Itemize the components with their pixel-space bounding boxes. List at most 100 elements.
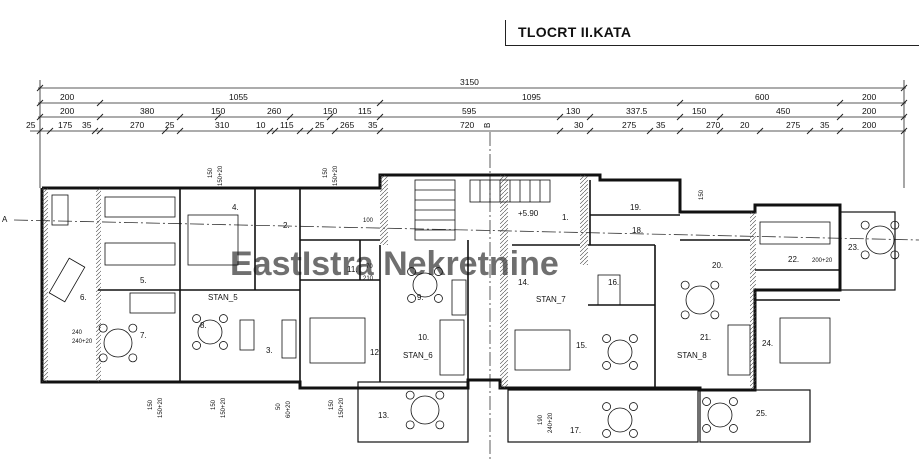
- room-16: 16.: [608, 278, 619, 287]
- room-23: 23.: [848, 243, 859, 252]
- elevation-mark: +5.90: [518, 209, 539, 218]
- dim-r3-13: 30: [574, 120, 584, 130]
- dim-r3-5: 25: [165, 120, 175, 130]
- window-label: 50: [276, 403, 282, 410]
- dim-r2-4: 260: [267, 106, 281, 116]
- chair: [128, 353, 138, 363]
- chair: [890, 250, 900, 260]
- round-table: [685, 285, 715, 315]
- chair: [629, 361, 638, 370]
- dimension-tick: [900, 99, 908, 107]
- window-label: 150+20: [221, 397, 227, 418]
- window-label: 240: [72, 330, 83, 336]
- dim-r1-1: 200: [60, 92, 74, 102]
- room-1: 1.: [562, 213, 569, 222]
- dim-r3-11: 35: [368, 120, 378, 130]
- dimension-tick: [214, 113, 222, 121]
- dim-r2-2: 380: [140, 106, 154, 116]
- dimension-tick: [716, 127, 724, 135]
- room-5: 5.: [140, 276, 147, 285]
- dimension-tick: [266, 127, 274, 135]
- dimension-tick: [556, 127, 564, 135]
- room-14: 14.: [518, 278, 529, 287]
- window-label: 150: [323, 167, 329, 178]
- room-11: 11.: [347, 265, 358, 274]
- dim-r3-2: 175: [58, 120, 72, 130]
- dim-r3-14: 275: [622, 120, 636, 130]
- drawing-title: TLOCRT II.KATA: [518, 24, 632, 40]
- dimension-tick: [36, 113, 44, 121]
- window-label: 240+20: [548, 412, 554, 433]
- window-label: 200+20: [812, 258, 833, 264]
- watermark: EastIstra Nekretnine: [230, 245, 559, 283]
- drawing-title-block: TLOCRT II.KATA: [505, 20, 919, 46]
- dimension-tick: [836, 127, 844, 135]
- dimension-tick: [376, 113, 384, 121]
- window-label: 150: [329, 399, 335, 410]
- dim-r3-12: 720: [460, 120, 474, 130]
- chair: [602, 334, 611, 343]
- dimension-tick: [286, 113, 294, 121]
- furniture: [48, 194, 831, 376]
- chair: [629, 429, 638, 438]
- round-table: [607, 407, 633, 433]
- room-20: 20.: [712, 261, 723, 270]
- window-label: 100: [363, 218, 374, 224]
- dimension-tick: [96, 99, 104, 107]
- window-label: 190: [538, 414, 544, 425]
- room-9: 9.: [417, 293, 424, 302]
- chair: [192, 314, 201, 323]
- window-label: 150: [148, 399, 154, 410]
- dim-r2-10: 150: [692, 106, 706, 116]
- dim-r3-15: 35: [656, 120, 666, 130]
- balconies: [357, 211, 896, 443]
- apartment-labels: STAN_5 STAN_6 STAN_7 STAN_8: [208, 293, 707, 360]
- room-13: 13.: [378, 411, 389, 420]
- round-table: [865, 225, 895, 255]
- chair: [407, 267, 416, 276]
- dimension-tick: [676, 113, 684, 121]
- dimension-tick: [36, 99, 44, 107]
- chair: [434, 294, 443, 303]
- room-18: 18.: [632, 226, 643, 235]
- room-10: 10.: [418, 333, 429, 342]
- dimension-tick: [756, 127, 764, 135]
- dim-r3-7: 10: [256, 120, 266, 130]
- room-4: 4.: [232, 203, 239, 212]
- window-label: 240+20: [72, 339, 93, 345]
- dimension-tick: [806, 127, 814, 135]
- dim-r3-17: 20: [740, 120, 750, 130]
- chair: [405, 420, 415, 430]
- dim-r2-12: 200: [862, 106, 876, 116]
- chair: [860, 250, 870, 260]
- dim-r3-18: 275: [786, 120, 800, 130]
- dimension-tick: [900, 127, 908, 135]
- room-22: 22.: [788, 255, 799, 264]
- chair: [702, 424, 711, 433]
- dimension-tick: [96, 113, 104, 121]
- apartment-stan-7: STAN_7: [536, 295, 566, 304]
- dimension-tick: [900, 113, 908, 121]
- dimension-tick: [586, 127, 594, 135]
- room-25: 25.: [756, 409, 767, 418]
- round-table: [707, 402, 733, 428]
- staircase: [414, 179, 551, 241]
- dim-r3-3: 35: [82, 120, 92, 130]
- section-mark-a: A: [2, 215, 8, 224]
- dim-r3-10: 265: [340, 120, 354, 130]
- chair: [219, 314, 228, 323]
- room-12: 12.: [370, 348, 381, 357]
- dim-r2-6: 115: [358, 106, 372, 116]
- dimension-tick: [836, 99, 844, 107]
- dim-r2-9: 337.5: [626, 106, 648, 116]
- window-label: 60+20: [286, 400, 292, 418]
- dim-r2-11: 450: [776, 106, 790, 116]
- dim-r3-16: 270: [706, 120, 720, 130]
- window-label: 210: [363, 276, 374, 282]
- dimension-tick: [176, 113, 184, 121]
- dimension-tick: [836, 113, 844, 121]
- dim-r3-8: 115: [280, 120, 294, 130]
- dimension-tick: [296, 127, 304, 135]
- dimension-tick: [646, 127, 654, 135]
